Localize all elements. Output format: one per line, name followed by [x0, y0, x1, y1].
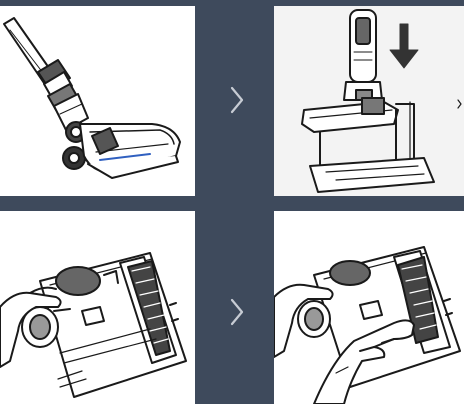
step-4-illustration: [274, 211, 464, 404]
arrow-down-icon: [390, 24, 418, 68]
brush-roll-removal-illustration: [274, 211, 464, 404]
vacuum-in-stand-illustration: [274, 6, 464, 196]
chevron-right-icon: [224, 82, 250, 118]
chevron-right-icon: [224, 294, 250, 330]
step-2-illustration: [274, 6, 464, 196]
step-1-illustration: [0, 6, 195, 196]
vacuum-floor-head-illustration: [0, 6, 195, 196]
step-3-illustration: [0, 211, 195, 404]
brush-roll-underside-illustration: [0, 211, 195, 404]
